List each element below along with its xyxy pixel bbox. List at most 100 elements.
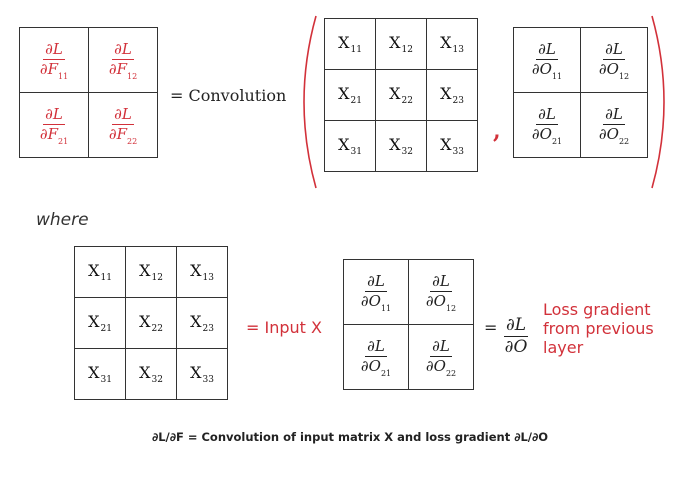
x-21-cell: X21	[324, 69, 376, 121]
subscript: 21	[350, 96, 362, 106]
equals-sign: =	[484, 318, 498, 337]
numerator: ∂L	[365, 337, 387, 357]
x-symbol: X	[139, 261, 151, 280]
caption: ∂L/∂F = Convolution of input matrix X an…	[151, 430, 549, 444]
subscript: 11	[57, 72, 69, 81]
dl-do-matrix-bottom: ∂L∂O11 ∂L∂O12 ∂L∂O21 ∂L∂O22	[343, 259, 474, 390]
denominator: ∂O	[360, 357, 381, 375]
dl-df-11-cell: ∂L∂F11	[19, 27, 89, 93]
denominator: ∂O	[360, 292, 381, 310]
x-11-cell: X11	[324, 18, 376, 70]
loss-fraction: ∂L∂O	[504, 315, 529, 357]
denominator: ∂O	[598, 60, 619, 78]
comma: ,	[493, 118, 501, 144]
loss-label-line: layer	[543, 338, 584, 358]
input-x-label: = Input X	[246, 318, 322, 337]
dl-do-matrix-top: ∂L∂O11 ∂L∂O12 ∂L∂O21 ∂L∂O22	[513, 27, 648, 158]
loss-label-line: from previous	[543, 319, 654, 339]
subscript: 22	[401, 96, 413, 106]
input-matrix-bottom: X11 X12 X13 X21 X22 X23 X31 X32 X33	[74, 246, 228, 400]
subscript: 22	[618, 137, 630, 146]
right-parenthesis	[651, 15, 665, 189]
subscript: 32	[151, 375, 163, 385]
input-matrix-top: X11 X12 X13 X21 X22 X23 X31 X32 X33	[324, 18, 478, 172]
x-symbol: X	[338, 135, 350, 154]
denominator: ∂O	[531, 60, 552, 78]
subscript: 12	[445, 304, 457, 313]
numerator: ∂L	[365, 272, 387, 292]
x-22-cell: X22	[375, 69, 427, 121]
x-11-cell: X11	[74, 246, 126, 298]
numerator: ∂L	[536, 105, 558, 125]
numerator: ∂L	[536, 40, 558, 60]
left-parenthesis	[303, 15, 317, 189]
denominator: ∂O	[598, 125, 619, 143]
subscript: 23	[452, 96, 464, 106]
denominator: ∂F	[39, 125, 58, 143]
denominator: ∂O	[425, 357, 446, 375]
subscript: 33	[202, 375, 214, 385]
dl-do-22-cell: ∂L∂O22	[580, 92, 648, 158]
subscript: 22	[151, 324, 163, 334]
subscript: 21	[57, 137, 69, 146]
x-31-cell: X31	[324, 120, 376, 172]
subscript: 21	[551, 137, 563, 146]
subscript: 21	[380, 369, 392, 378]
x-symbol: X	[139, 312, 151, 331]
numerator: ∂L	[504, 315, 529, 337]
x-31-cell: X31	[74, 348, 126, 400]
subscript: 21	[100, 324, 112, 334]
x-symbol: X	[338, 84, 350, 103]
subscript: 31	[100, 375, 112, 385]
subscript: 13	[452, 45, 464, 55]
subscript: 22	[445, 369, 457, 378]
x-12-cell: X12	[125, 246, 177, 298]
denominator: ∂O	[425, 292, 446, 310]
equals-convolution-label: = Convolution	[170, 86, 287, 105]
dl-df-22-cell: ∂L∂F22	[88, 92, 158, 158]
denominator: ∂O	[504, 337, 528, 357]
denominator: ∂F	[39, 60, 58, 78]
loss-gradient-label: Loss gradient from previous layer	[543, 300, 654, 358]
dl-df-12-cell: ∂L∂F12	[88, 27, 158, 93]
x-33-cell: X33	[176, 348, 228, 400]
x-symbol: X	[88, 261, 100, 280]
subscript: 11	[350, 45, 362, 55]
denominator: ∂F	[108, 125, 127, 143]
x-13-cell: X13	[426, 18, 478, 70]
subscript: 31	[350, 147, 362, 157]
where-label: where	[36, 210, 89, 230]
numerator: ∂L	[603, 105, 625, 125]
x-symbol: X	[190, 363, 202, 382]
subscript: 23	[202, 324, 214, 334]
numerator: ∂L	[112, 40, 134, 60]
dl-df-matrix: ∂L∂F11 ∂L∂F12 ∂L∂F21 ∂L∂F22	[19, 27, 158, 158]
subscript: 22	[126, 137, 138, 146]
x-symbol: X	[139, 363, 151, 382]
numerator: ∂L	[430, 337, 452, 357]
numerator: ∂L	[112, 105, 134, 125]
denominator: ∂O	[531, 125, 552, 143]
subscript: 12	[151, 273, 163, 283]
dl-do-21-cell: ∂L∂O21	[513, 92, 581, 158]
subscript: 11	[100, 273, 112, 283]
denominator: ∂F	[108, 60, 127, 78]
x-symbol: X	[190, 312, 202, 331]
x-symbol: X	[389, 84, 401, 103]
subscript: 11	[551, 72, 563, 81]
subscript: 12	[401, 45, 413, 55]
x-symbol: X	[338, 33, 350, 52]
dl-df-21-cell: ∂L∂F21	[19, 92, 89, 158]
dl-do-12-cell: ∂L∂O12	[580, 27, 648, 93]
subscript: 33	[452, 147, 464, 157]
x-symbol: X	[190, 261, 202, 280]
numerator: ∂L	[603, 40, 625, 60]
x-13-cell: X13	[176, 246, 228, 298]
numerator: ∂L	[43, 40, 65, 60]
subscript: 12	[126, 72, 138, 81]
dl-do-22-cell: ∂L∂O22	[408, 324, 474, 390]
subscript: 13	[202, 273, 214, 283]
x-symbol: X	[88, 363, 100, 382]
numerator: ∂L	[43, 105, 65, 125]
x-23-cell: X23	[176, 297, 228, 349]
